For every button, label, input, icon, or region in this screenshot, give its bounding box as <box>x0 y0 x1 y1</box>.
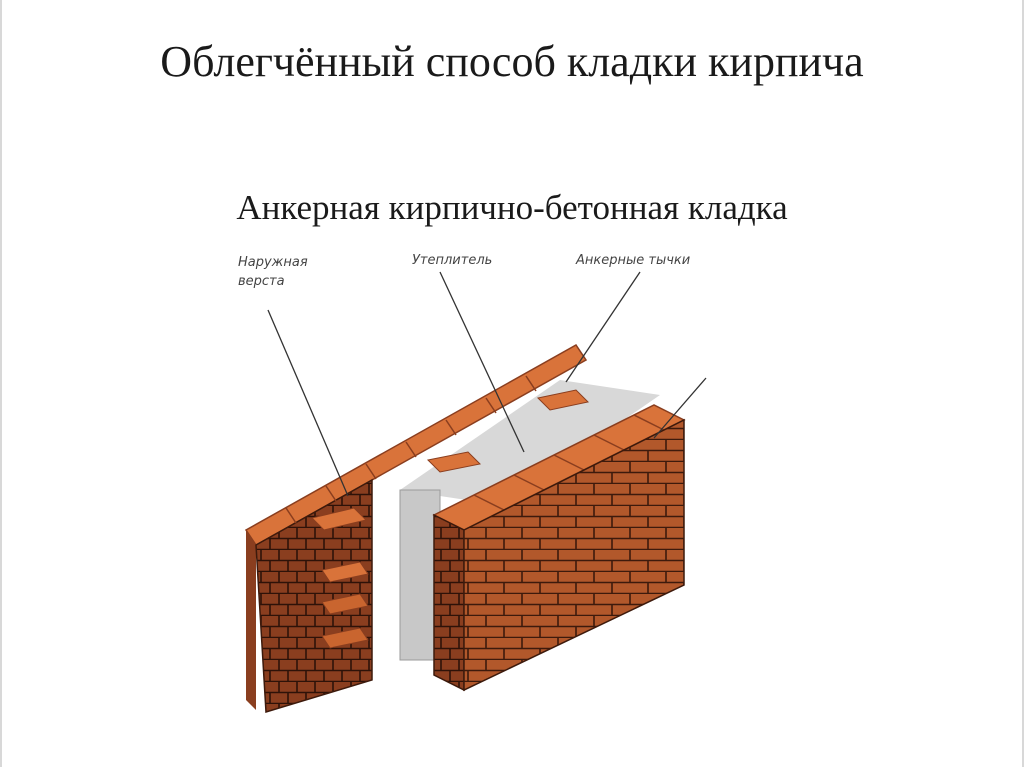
label-insulation: Утеплитель <box>412 253 492 268</box>
inner-wall-end <box>433 513 465 692</box>
leader-lines <box>267 271 707 497</box>
insulation-top <box>400 380 660 505</box>
outer-wall-top <box>244 344 588 546</box>
outer-wall-end <box>246 530 256 710</box>
slide-title: Облегчённый способ кладки кирпича <box>160 37 864 86</box>
leader-line-anchor-headers <box>565 271 641 383</box>
inner-wall-face <box>463 418 685 692</box>
slide-subtitle: Анкерная кирпично-бетонная кладка <box>236 188 788 227</box>
leader-line-anchor-headers-2 <box>653 377 707 439</box>
outer-wall-side <box>255 478 373 713</box>
anchor-header <box>321 627 369 649</box>
leader-line-outer-face <box>267 309 349 497</box>
insulation-block <box>399 380 660 661</box>
label-outer-face-line2: верста <box>238 274 285 289</box>
outer-wall-top-joints <box>285 375 537 524</box>
anchor-header <box>321 561 369 583</box>
inner-wall-top-joints <box>473 414 665 511</box>
anchor-header <box>311 507 367 531</box>
inner-wall <box>432 404 686 692</box>
anchor-header <box>536 389 590 411</box>
anchor-header <box>426 451 482 473</box>
anchor-headers <box>311 389 590 649</box>
label-outer-face-line1: Наружная <box>238 255 308 270</box>
label-anchor-headers: Анкерные тычки <box>575 253 690 268</box>
slide-edge-left <box>0 0 2 767</box>
outer-face-wall <box>244 344 588 713</box>
leader-line-insulation <box>439 271 525 453</box>
anchor-header <box>321 593 369 615</box>
slide-edge-right <box>1022 0 1024 767</box>
